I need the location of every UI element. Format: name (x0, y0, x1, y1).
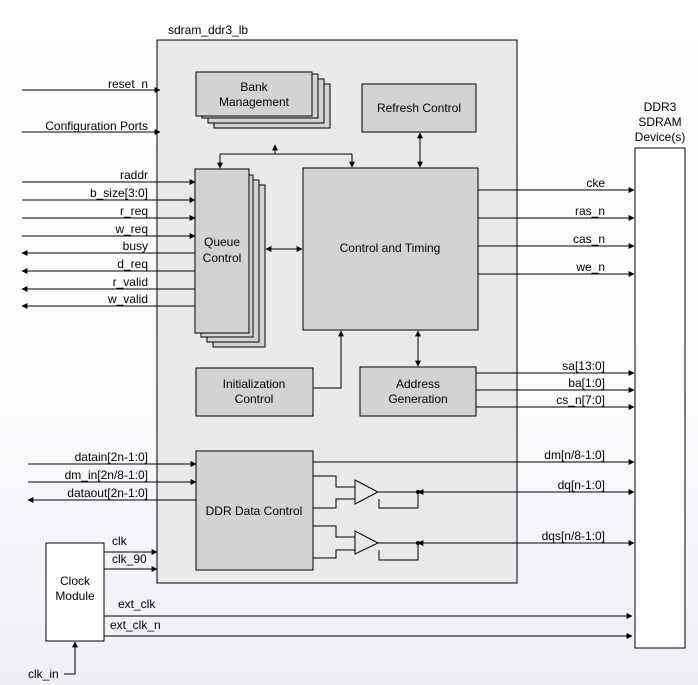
control-timing-label: Control and Timing (340, 241, 441, 255)
module-title: sdram_ddr3_lb (168, 23, 248, 37)
refresh-control-label: Refresh Control (377, 101, 461, 115)
control-timing-block (302, 167, 479, 331)
address-generation-label-1: Address (396, 377, 440, 391)
signal-dqs: dqs[n/8-1:0] (542, 529, 605, 543)
signal-ext-clk: ext_clk (118, 597, 156, 611)
clock-module-label-2: Module (55, 589, 95, 603)
signal-r-req: r_req (120, 204, 148, 218)
signal-cs-n: cs_n[7:0] (556, 393, 605, 407)
signal-w-req: w_req (114, 222, 148, 236)
signal-configuration-ports: Configuration Ports (45, 119, 148, 133)
queue-control-label-1: Queue (204, 235, 240, 249)
clock-module-block (45, 542, 105, 642)
signal-cke: cke (586, 176, 605, 190)
signal-cas-n: cas_n (573, 232, 605, 246)
signal-raddr: raddr (120, 168, 148, 182)
dqs-output-buffer (354, 530, 380, 555)
signal-dq: dq[n-1:0] (558, 478, 605, 492)
address-generation-label-2: Generation (388, 392, 447, 406)
initialization-control-block (195, 367, 314, 417)
internal-connections (217, 132, 423, 389)
bank-management-label-2: Management (219, 95, 290, 109)
signal-clk-90: clk_90 (112, 552, 147, 566)
clock-module-label-1: Clock (60, 574, 91, 588)
signal-w-valid: w_valid (107, 292, 148, 306)
initialization-control-label-2: Control (235, 392, 274, 406)
device-label-line2: SDRAM (638, 115, 681, 129)
signal-r-valid: r_valid (113, 275, 148, 289)
signal-we-n: we_n (575, 260, 605, 274)
signal-dataout: dataout[2n-1:0] (67, 486, 148, 500)
ddr3-device-box (634, 147, 686, 649)
left-signals: reset_n Configuration Ports raddr b_size… (21, 77, 197, 503)
signal-datain: datain[2n-1:0] (75, 450, 148, 464)
signal-sa: sa[13:0] (562, 359, 605, 373)
device-label-line3: Device(s) (635, 130, 686, 144)
signal-ba: ba[1:0] (568, 376, 605, 390)
signal-b-size: b_size[3:0] (90, 186, 148, 200)
right-signals: cke ras_n cas_n we_n sa[13:0] ba[1:0] cs… (313, 176, 635, 561)
signal-dm-in: dm_in[2n/8-1:0] (65, 468, 148, 482)
bank-management-label-1: Bank (240, 80, 268, 94)
dq-output-buffer (354, 479, 380, 505)
signal-reset-n: reset_n (108, 77, 148, 91)
device-label-line1: DDR3 (644, 100, 677, 114)
ddr-data-control-block (195, 450, 314, 571)
clock-signals: clk clk_90 ext_clk ext_clk_n clk_in (28, 534, 633, 681)
signal-d-req: d_req (117, 257, 148, 271)
signal-clk-in: clk_in (28, 667, 59, 681)
bank-management-block: Bank Management (195, 71, 331, 129)
signal-dm: dm[n/8-1:0] (544, 448, 605, 462)
address-generation-block (359, 366, 477, 417)
signal-ras-n: ras_n (575, 204, 605, 218)
ddr-data-control-label: DDR Data Control (206, 504, 303, 518)
signal-clk: clk (112, 534, 128, 548)
refresh-control-block (361, 83, 477, 133)
signal-busy: busy (123, 239, 148, 253)
initialization-control-label-1: Initialization (223, 377, 286, 391)
signal-ext-clk-n: ext_clk_n (110, 618, 161, 632)
queue-control-label-2: Control (203, 251, 242, 265)
queue-control-block: Queue Control (194, 168, 266, 348)
